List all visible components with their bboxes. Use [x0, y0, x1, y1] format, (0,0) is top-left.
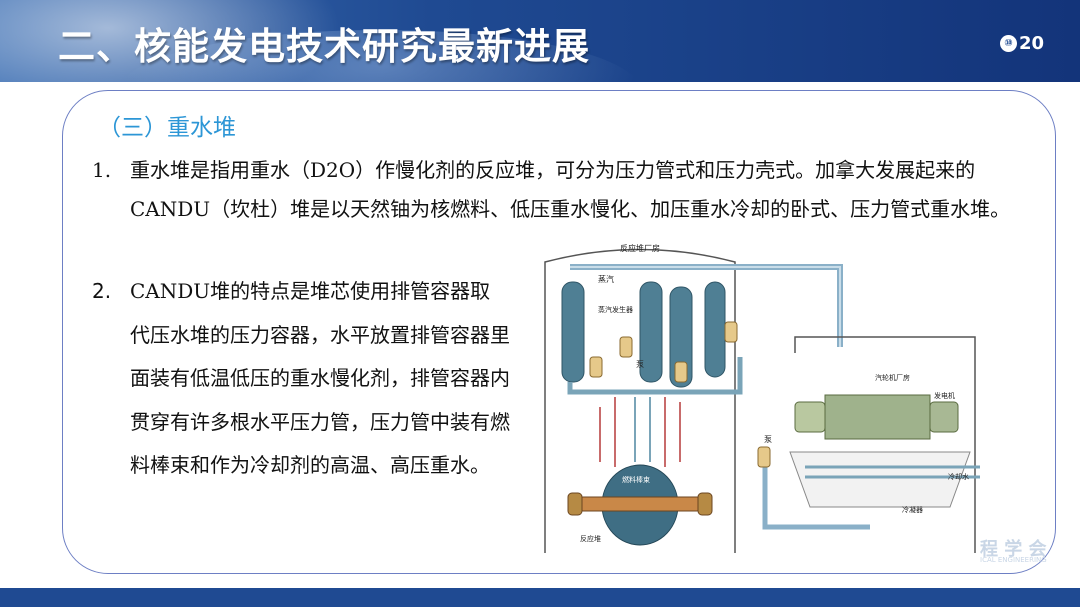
steam-pipe-highlight	[570, 266, 841, 347]
turbine-casing	[824, 394, 931, 440]
label-reactor-building: 反应堆厂房	[620, 243, 660, 253]
reactor-building-outline	[544, 248, 736, 553]
feedwater-return-pipe	[762, 452, 870, 530]
fuelling-machine-left	[567, 492, 583, 516]
candu-diagram-svg: 反应堆厂房 蒸汽 蒸汽发生器 泵	[544, 243, 980, 553]
label-pump-2: 泵	[764, 435, 772, 444]
label-generator: 发电机	[934, 391, 955, 400]
section-title: （三）重水堆	[98, 115, 236, 141]
generator-rotor	[794, 401, 826, 433]
label-cooling-water: 冷却水	[948, 472, 969, 481]
candu-diagram: 反应堆厂房 蒸汽 蒸汽发生器 泵	[540, 237, 980, 555]
pump-2	[724, 321, 738, 343]
watermark-logo: 程 学 会	[980, 539, 1047, 560]
fuelling-machine-right	[697, 492, 713, 516]
watermark-subtext: ICAL ENGINEERING	[980, 556, 1047, 564]
steam-generator-1	[561, 281, 585, 383]
steam-generator-2	[639, 281, 663, 383]
pressure-tubes	[579, 496, 701, 512]
page-badge-icon: ⑩	[999, 35, 1017, 52]
condenser-body	[789, 451, 971, 508]
header-decoration	[0, 0, 360, 82]
steam-generator-3	[669, 286, 693, 388]
pumps	[589, 321, 738, 383]
reactor-calandria	[567, 464, 713, 546]
point-2-number: 2.	[92, 279, 112, 303]
footer-bar	[0, 588, 1080, 607]
point-2-text: CANDU堆的特点是堆芯使用排管容器取代压水堆的压力容器，水平放置排管容器里面装…	[130, 279, 510, 477]
slide-title: 二、核能发电技术研究最新进展	[58, 25, 590, 68]
label-reactor: 反应堆	[580, 534, 601, 543]
content-frame	[62, 90, 1056, 574]
label-fuel-rods: 燃料棒束	[622, 475, 650, 484]
label-pump: 泵	[636, 360, 644, 369]
page-number-text: 20	[1018, 33, 1044, 54]
pump-3	[674, 361, 688, 383]
point-1-number: 1.	[92, 158, 112, 182]
steam-generators	[561, 281, 726, 388]
label-condenser: 冷凝器	[902, 505, 923, 514]
coolant-loop-1	[567, 357, 743, 395]
label-turbine-building: 汽轮机厂房	[875, 373, 910, 382]
feedwater-pump	[757, 446, 771, 468]
turbine-building-outline	[794, 336, 976, 553]
steam-generator-4	[704, 281, 726, 378]
page-number: ⑩ 20	[999, 33, 1044, 54]
header-bar: 二、核能发电技术研究最新进展 ⑩ 20	[0, 0, 1080, 82]
point-2: 2. CANDU堆的特点是堆芯使用排管容器取代压水堆的压力容器，水平放置排管容器…	[92, 270, 512, 570]
pump-1	[619, 336, 633, 358]
label-steam-generator: 蒸汽发生器	[598, 305, 633, 314]
label-steam: 蒸汽	[598, 274, 614, 284]
point-1-text: 重水堆是指用重水（D2O）作慢化剂的反应堆，可分为压力管式和压力壳式。加拿大发展…	[130, 158, 1011, 221]
pump-4	[589, 356, 603, 378]
generator-casing	[929, 401, 959, 433]
turbine-generator	[794, 394, 959, 440]
